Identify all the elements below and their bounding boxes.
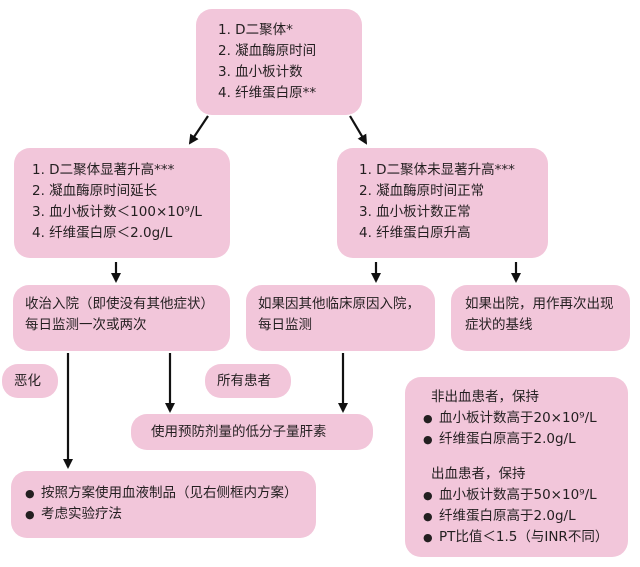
admit-line-2: 每日监测一次或两次 bbox=[25, 317, 147, 333]
admit-line-1: 收治入院（即使没有其他症状） bbox=[25, 296, 214, 312]
treatment-item-1: 按照方案使用血液制品（见右侧框内方案） bbox=[25, 483, 316, 504]
prophylaxis-box: 使用预防剂量的低分子量肝素 bbox=[131, 414, 373, 450]
right-criteria-box: 1. D二聚体未显著升高*** 2. 凝血酶原时间正常 3. 血小板计数正常 4… bbox=[337, 148, 548, 258]
left-criteria-line-4: 4. 纤维蛋白原＜2.0g/L bbox=[32, 225, 173, 241]
left-criteria-line-1: 1. D二聚体显著升高*** bbox=[32, 162, 175, 178]
arrow-top-to-left bbox=[188, 115, 209, 145]
protocol-box: 非出血患者，保持 血小板计数高于20×10⁹/L 纤维蛋白原高于2.0g/L 出… bbox=[405, 377, 628, 557]
top-tests-box: 1. D二聚体* 2. 凝血酶原时间 3. 血小板计数 4. 纤维蛋白原** bbox=[196, 9, 362, 115]
bleeding-heading: 出血患者，保持 bbox=[431, 466, 526, 482]
all-patients-label-text: 所有患者 bbox=[217, 372, 271, 389]
top-line-3: 3. 血小板计数 bbox=[218, 64, 303, 80]
right-criteria-line-2: 2. 凝血酶原时间正常 bbox=[359, 183, 485, 199]
left-criteria-line-2: 2. 凝血酶原时间延长 bbox=[32, 183, 158, 199]
non-bleeding-item-1: 血小板计数高于20×10⁹/L bbox=[423, 408, 628, 429]
right-criteria-line-1: 1. D二聚体未显著升高*** bbox=[359, 162, 515, 178]
worsen-label-text: 恶化 bbox=[14, 372, 41, 389]
non-bleeding-item-2: 纤维蛋白原高于2.0g/L bbox=[423, 429, 628, 450]
admit-box: 收治入院（即使没有其他症状） 每日监测一次或两次 bbox=[13, 285, 230, 351]
right-criteria-line-4: 4. 纤维蛋白原升高 bbox=[359, 225, 471, 241]
left-criteria-box: 1. D二聚体显著升高*** 2. 凝血酶原时间延长 3. 血小板计数＜100×… bbox=[14, 148, 230, 258]
other-reason-line-2: 每日监测 bbox=[258, 317, 312, 333]
worsen-label: 恶化 bbox=[2, 364, 58, 398]
bleeding-item-3: PT比值＜1.5（与INR不同） bbox=[423, 527, 628, 548]
other-reason-line-1: 如果因其他临床原因入院， bbox=[258, 296, 420, 312]
discharge-line-1: 如果出院，用作再次出现 bbox=[465, 296, 614, 312]
right-criteria-line-3: 3. 血小板计数正常 bbox=[359, 204, 471, 220]
top-line-2: 2. 凝血酶原时间 bbox=[218, 43, 317, 59]
top-line-1: 1. D二聚体* bbox=[218, 22, 293, 38]
discharge-line-2: 症状的基线 bbox=[465, 317, 533, 333]
arrow-top-to-right bbox=[349, 115, 368, 145]
top-line-4: 4. 纤维蛋白原** bbox=[218, 85, 317, 101]
all-patients-label: 所有患者 bbox=[205, 364, 291, 398]
bleeding-item-1: 血小板计数高于50×10⁹/L bbox=[423, 485, 628, 506]
treatment-box: 按照方案使用血液制品（见右侧框内方案） 考虑实验疗法 bbox=[11, 471, 316, 538]
bleeding-item-2: 纤维蛋白原高于2.0g/L bbox=[423, 506, 628, 527]
other-reason-box: 如果因其他临床原因入院， 每日监测 bbox=[246, 285, 435, 351]
discharge-box: 如果出院，用作再次出现 症状的基线 bbox=[451, 285, 630, 351]
treatment-item-2: 考虑实验疗法 bbox=[25, 504, 316, 525]
left-criteria-line-3: 3. 血小板计数＜100×10⁹/L bbox=[32, 204, 202, 220]
prophylaxis-text: 使用预防剂量的低分子量肝素 bbox=[151, 423, 327, 440]
non-bleeding-heading: 非出血患者，保持 bbox=[431, 389, 539, 405]
